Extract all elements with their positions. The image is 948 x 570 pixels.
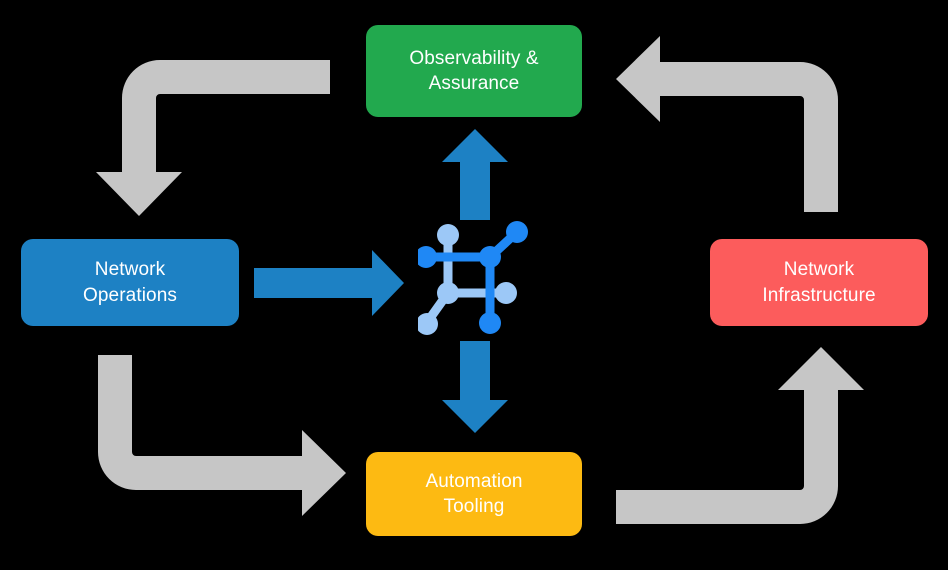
node-network-operations[interactable]: Network Operations — [21, 239, 239, 326]
node-observability-label: Observability & Assurance — [409, 47, 539, 94]
arrow-center-to-observability — [442, 129, 508, 220]
arrow-operations-to-center — [254, 250, 404, 316]
node-network-infrastructure[interactable]: Network Infrastructure — [710, 239, 928, 326]
arrow-operations-to-automation — [98, 355, 346, 516]
arrow-observability-to-operations — [96, 60, 330, 216]
arrow-center-to-automation — [442, 341, 508, 433]
network-topology-icon — [418, 221, 528, 335]
node-automation-tooling-label: Automation Tooling — [425, 470, 523, 517]
node-observability-assurance[interactable]: Observability & Assurance — [366, 25, 582, 117]
node-network-infrastructure-label: Network Infrastructure — [762, 259, 876, 306]
node-network-operations-label: Network Operations — [83, 259, 177, 306]
node-automation-tooling[interactable]: Automation Tooling — [366, 452, 582, 536]
arrow-automation-to-infrastructure — [616, 347, 864, 524]
arrow-infrastructure-to-observability — [616, 36, 838, 212]
